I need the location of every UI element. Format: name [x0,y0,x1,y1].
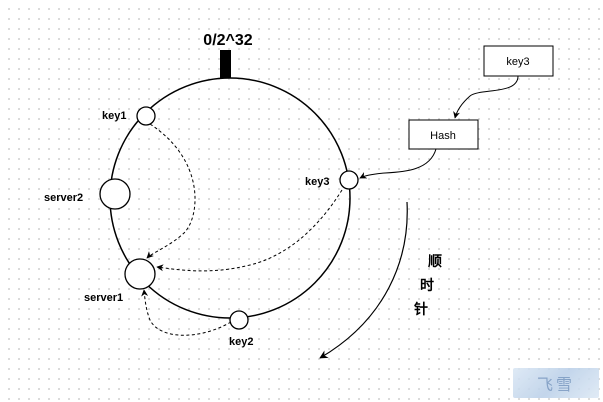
key1-to-server1-arrow [146,123,196,259]
ring-origin-label: 0/2^32 [203,32,252,49]
direction-char-1: 顺 [428,254,442,270]
ring-origin-marker [220,50,231,78]
direction-char-2: 时 [420,277,434,294]
key2-to-server1-arrow [141,289,232,336]
direction-char-3: 针 [413,301,428,318]
key1-node [136,106,156,126]
watermark-logo: 飞雪 [513,368,599,398]
key1-label: key1 [102,110,126,122]
hash-box [408,119,479,150]
hash-box-label: Hash [430,130,456,142]
server1-label: server1 [84,292,123,304]
watermark-text: 飞雪 [536,375,575,394]
key3-box-label: key3 [506,56,529,68]
server1-node [124,258,156,290]
server2-node [99,178,131,210]
key3-label: key3 [305,176,329,188]
key2-label: key2 [229,336,253,348]
key2-node [229,310,249,330]
key3-node [339,170,359,190]
key3-to-hash-arrow [453,75,519,119]
server2-label: server2 [44,192,83,204]
hash-to-key3-arrow [359,148,437,179]
clockwise-direction-arrow [319,201,408,359]
key3-to-server1-arrow [156,189,343,272]
